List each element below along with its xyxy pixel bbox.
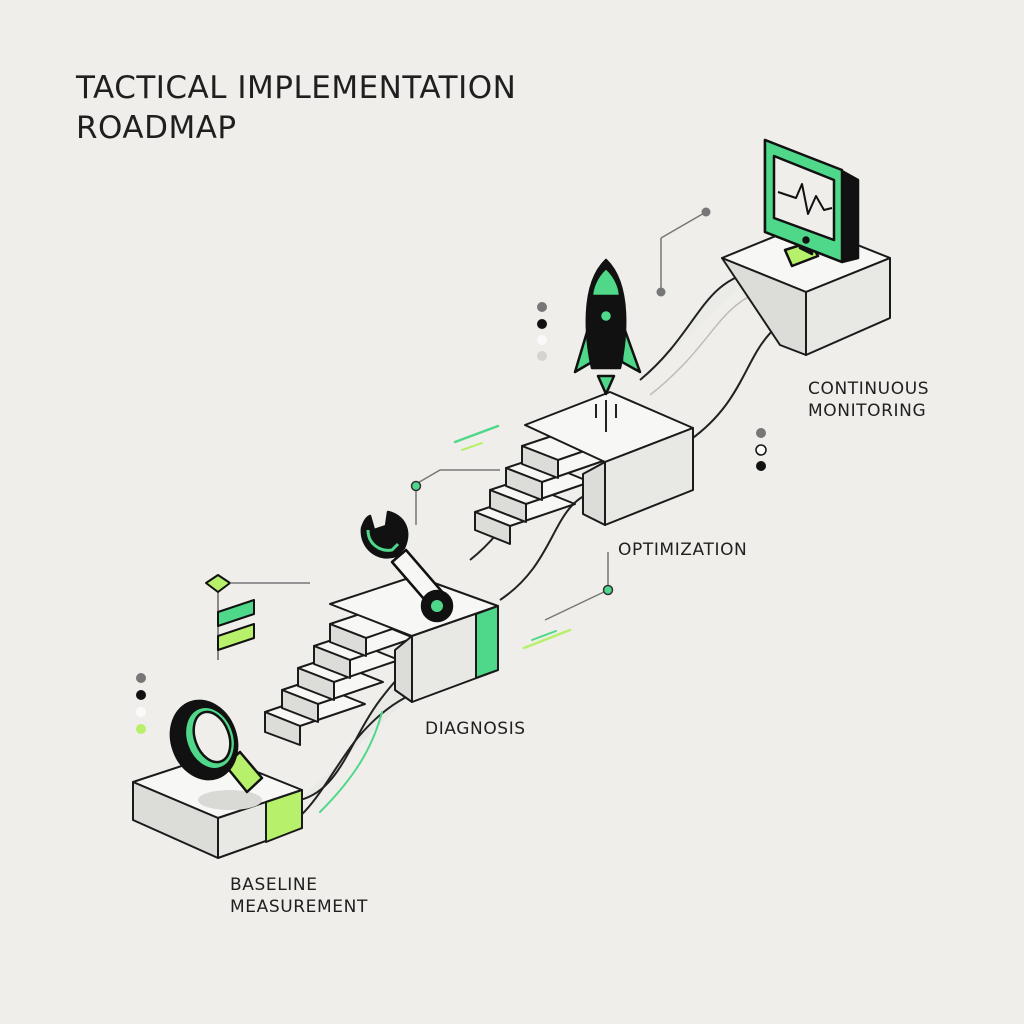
flag-icon <box>205 574 310 660</box>
block-monitoring <box>721 223 891 356</box>
block-optimization <box>524 391 694 526</box>
accent-dashes <box>319 424 572 813</box>
stairs-1 <box>264 601 431 746</box>
block-baseline <box>132 754 303 859</box>
stage-label-line: CONTINUOUS <box>808 379 930 399</box>
magnifying-glass-icon <box>169 699 264 794</box>
stage-label-line: MEASUREMENT <box>230 897 368 917</box>
rocket-icon <box>573 258 642 396</box>
stage-label-monitoring: CONTINUOUS MONITORING <box>808 378 929 422</box>
stage-label-line: DIAGNOSIS <box>425 719 526 739</box>
diagram-title-line-2: ROADMAP <box>76 110 237 146</box>
dot-cluster-right <box>755 428 767 471</box>
diagram-title-line-1: TACTICAL IMPLEMENTATION <box>76 70 517 106</box>
rocket-thrust-lines <box>595 400 617 432</box>
stage-label-diagnosis: DIAGNOSIS <box>425 718 526 740</box>
callout-line-optimization <box>544 552 614 621</box>
dot-cluster-middle <box>537 302 547 361</box>
callout-line-wrench <box>410 469 500 525</box>
dot-cluster-left <box>136 673 146 734</box>
stage-label-line: OPTIMIZATION <box>618 540 748 560</box>
stage-label-line: BASELINE <box>230 875 318 895</box>
callout-line-monitor <box>656 207 711 297</box>
monitor-icon <box>763 138 860 268</box>
wrench-icon <box>360 510 454 623</box>
stage-label-baseline: BASELINE MEASUREMENT <box>230 874 368 918</box>
stage-label-line: MONITORING <box>808 401 927 421</box>
stage-label-optimization: OPTIMIZATION <box>618 539 747 561</box>
block-diagnosis <box>329 575 499 703</box>
